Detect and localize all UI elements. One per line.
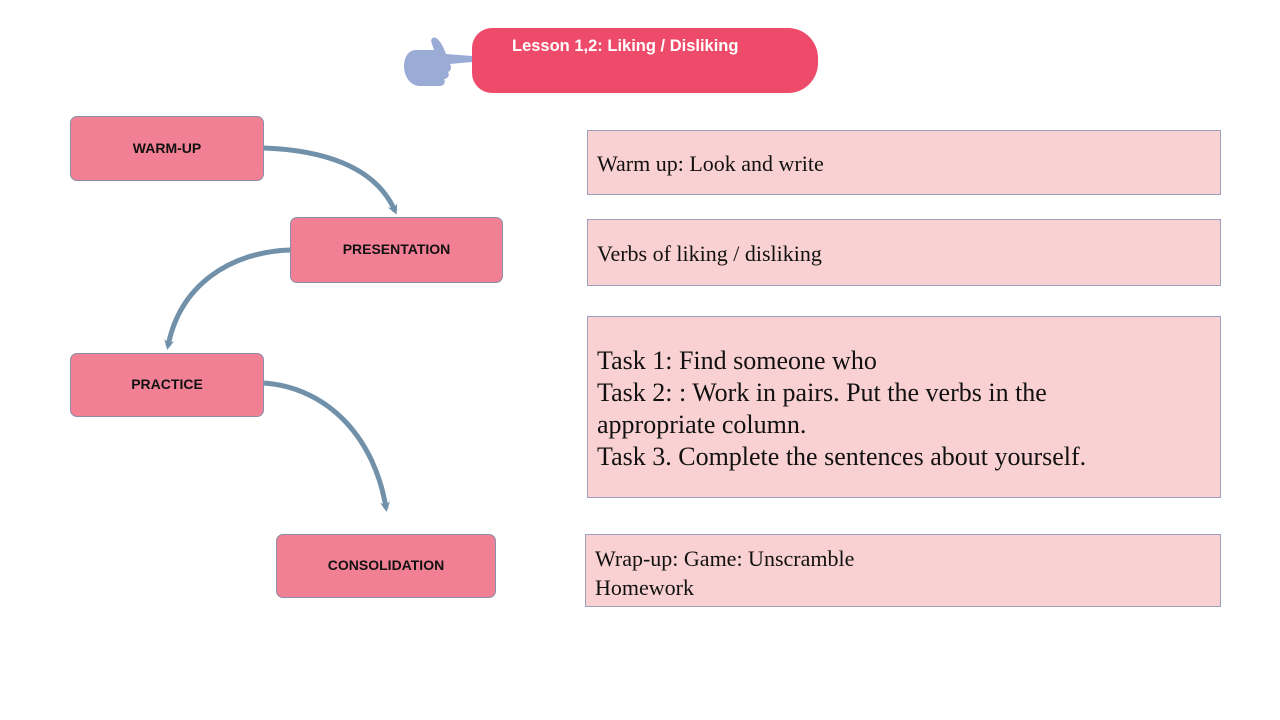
content-line: Task 1: Find someone who xyxy=(597,346,877,375)
stage-label: PRESENTATION xyxy=(342,241,451,257)
stage-presentation: PRESENTATION xyxy=(290,217,503,283)
stage-label: PRACTICE xyxy=(131,376,203,392)
content-line: Homework xyxy=(595,575,694,600)
lesson-title-banner: Lesson 1,2: Liking / Disliking xyxy=(472,28,818,93)
content-line: Verbs of liking / disliking xyxy=(597,241,822,266)
arrow-presentation-to-practice xyxy=(164,247,291,350)
pointing-hand-icon xyxy=(404,37,474,86)
content-line: Wrap-up: Game: Unscramble xyxy=(595,546,855,571)
content-consolidation: Wrap-up: Game: Unscramble Homework xyxy=(585,534,1221,607)
content-line: Warm up: Look and write xyxy=(597,151,824,176)
lesson-title: Lesson 1,2: Liking / Disliking xyxy=(512,37,739,55)
content-presentation: Verbs of liking / disliking xyxy=(587,219,1221,286)
arrow-practice-to-consolidation xyxy=(263,380,390,512)
content-line: appropriate column. xyxy=(597,410,807,439)
arrow-warmup-to-presentation xyxy=(263,145,398,215)
stage-label: WARM-UP xyxy=(132,139,202,156)
stage-consolidation: CONSOLIDATION xyxy=(276,534,496,598)
stage-label: CONSOLIDATION xyxy=(327,557,445,573)
stage-practice: PRACTICE xyxy=(70,353,264,417)
content-line: Task 3. Complete the sentences about you… xyxy=(597,442,1087,471)
content-line: Task 2: : Work in pairs. Put the verbs i… xyxy=(597,378,1047,407)
content-practice: Task 1: Find someone who Task 2: : Work … xyxy=(587,316,1221,498)
stage-warm-up: WARM-UP xyxy=(70,116,264,181)
content-warm-up: Warm up: Look and write xyxy=(587,130,1221,195)
